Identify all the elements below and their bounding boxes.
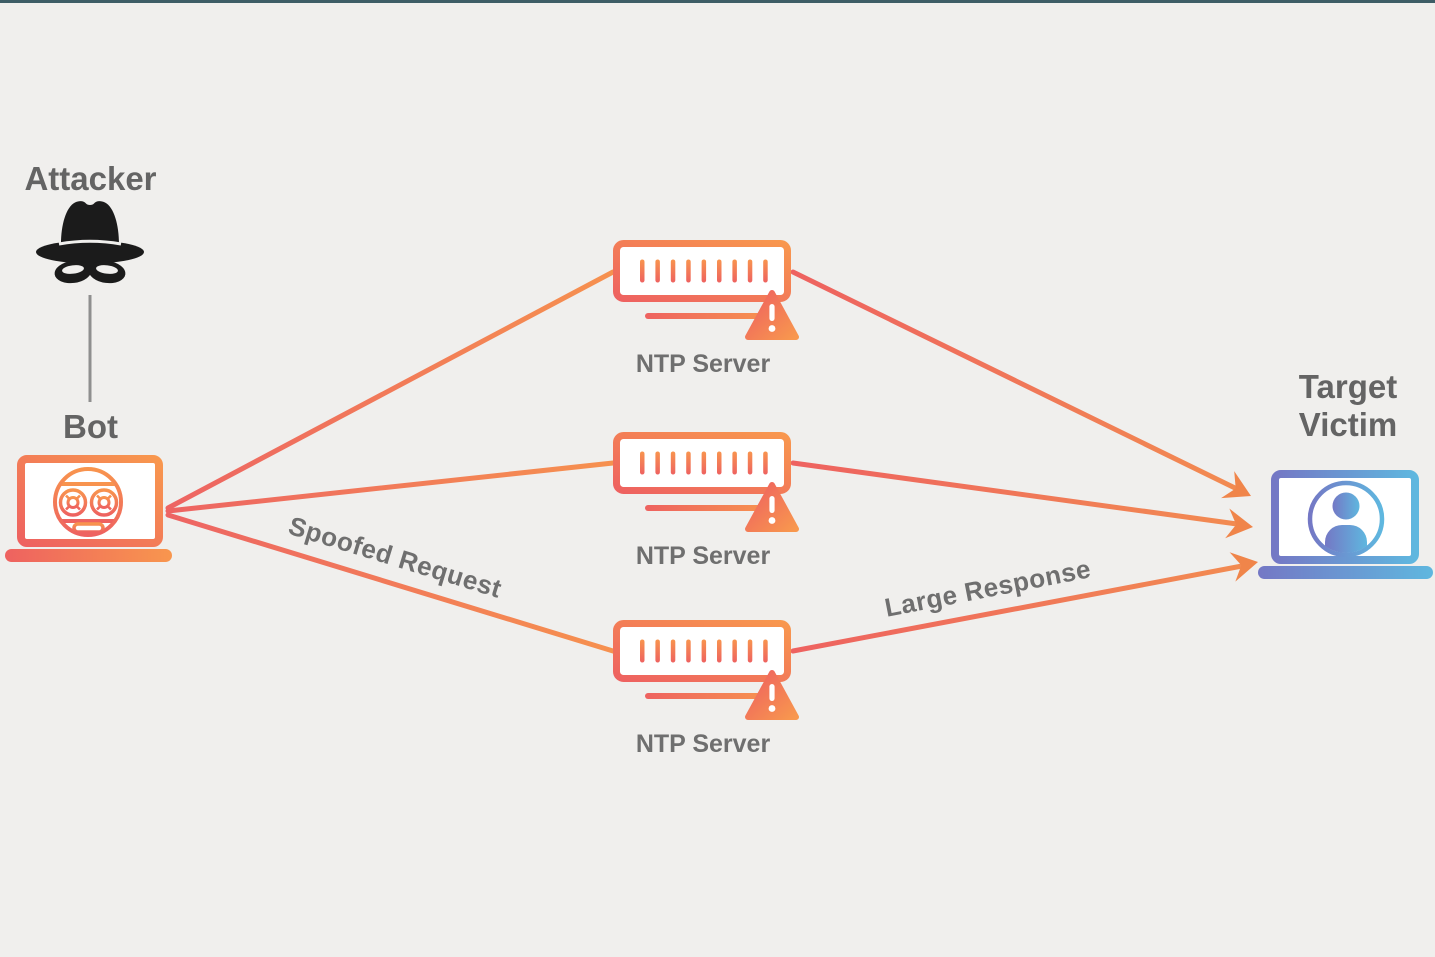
server-icon <box>613 432 799 532</box>
ntp-server-label-middle: NTP Server <box>635 542 771 570</box>
spy-mask <box>54 260 126 284</box>
large-response-lines <box>790 269 1245 654</box>
warning-triangle-icon <box>745 290 799 340</box>
bot-label: Bot <box>63 408 118 445</box>
spoofed-request-lines <box>165 269 616 654</box>
arrowhead-icon <box>1229 552 1258 582</box>
target-victim-label: Target Victim <box>1298 368 1398 443</box>
ntp-server-label-bottom: NTP Server <box>635 730 771 758</box>
warning-triangle-icon <box>745 670 799 720</box>
victim-laptop-icon <box>1258 470 1433 579</box>
server-icon <box>613 240 799 340</box>
ntp-server-label-top: NTP Server <box>635 350 771 378</box>
attacker-label: Attacker <box>24 160 157 197</box>
server-slots <box>640 639 768 663</box>
arrowhead-icon <box>1221 471 1251 499</box>
top-accent-bar <box>0 0 1435 3</box>
warning-triangle-icon <box>745 482 799 532</box>
server-icon <box>613 620 799 720</box>
server-slots <box>640 451 768 475</box>
arrowhead-icons <box>1221 471 1258 582</box>
server-slots <box>640 259 768 283</box>
spy-icon <box>36 201 144 284</box>
arrowhead-icon <box>1225 508 1253 539</box>
robot-face-icon <box>53 467 123 537</box>
person-icon <box>1307 480 1385 558</box>
bot-laptop-icon <box>5 455 172 562</box>
